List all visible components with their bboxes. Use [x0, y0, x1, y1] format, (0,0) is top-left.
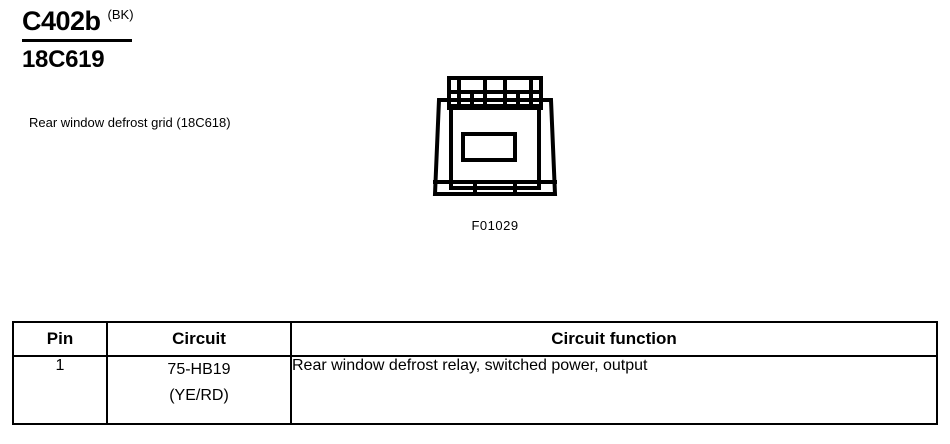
cell-circuit-function: Rear window defrost relay, switched powe…: [290, 355, 938, 425]
circuit-code: 75-HB19: [167, 361, 231, 378]
connector-center-window: [461, 132, 517, 162]
table-header-row: Pin Circuit Circuit function: [12, 321, 938, 357]
connector-illustration: [415, 70, 575, 245]
cell-circuit: 75-HB19 (YE/RD): [106, 355, 292, 425]
connector-code-underline: [22, 39, 132, 42]
cell-pin-number: 1: [12, 355, 108, 425]
pin-table: Pin Circuit Circuit function 1 75-HB19 (…: [12, 321, 938, 425]
connector-figure-label: F01029: [471, 218, 519, 233]
pin-table-body: 1 75-HB19 (YE/RD) Rear window defrost re…: [12, 355, 938, 425]
pin-table-header: Pin Circuit Circuit function: [12, 321, 938, 357]
connector-color-code: (BK): [107, 7, 134, 22]
connector-drawing-svg: [432, 76, 558, 196]
column-header-pin: Pin: [12, 321, 108, 357]
table-row: 1 75-HB19 (YE/RD) Rear window defrost re…: [12, 355, 938, 425]
connector-id-block: C402b (BK) 18C619: [22, 6, 262, 75]
column-header-circuit: Circuit: [106, 321, 292, 357]
connector-code-row: C402b (BK): [22, 6, 262, 38]
circuit-color: (YE/RD): [169, 387, 229, 404]
column-header-circuit-function: Circuit function: [290, 321, 938, 357]
connector-description: Rear window defrost grid (18C618): [29, 115, 231, 130]
connector-code: C402b: [22, 6, 101, 36]
connector-part-number: 18C619: [22, 46, 105, 73]
connector-outer-shell: [432, 98, 558, 196]
